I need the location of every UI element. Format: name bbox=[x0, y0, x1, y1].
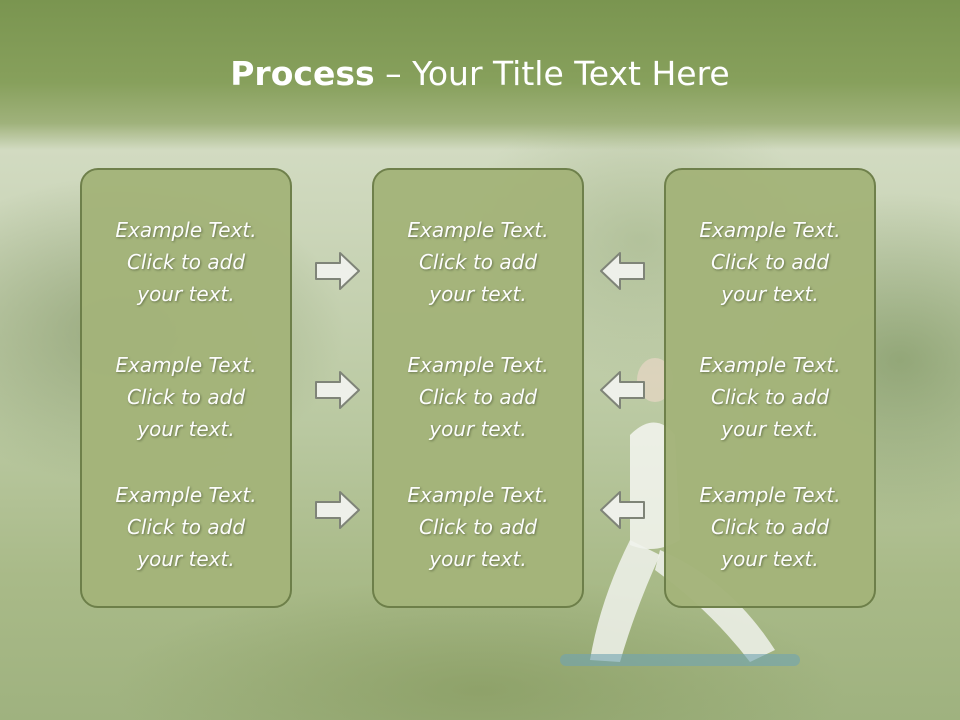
text-line: Example Text. bbox=[699, 483, 841, 507]
title-dash: – bbox=[374, 54, 413, 93]
box-text-item[interactable]: Example Text. Click to add your text. bbox=[82, 349, 290, 445]
text-line: your text. bbox=[721, 282, 819, 306]
text-line: Click to add bbox=[710, 385, 830, 409]
slide-title[interactable]: Process – Your Title Text Here bbox=[0, 50, 960, 98]
text-box-right[interactable]: Example Text. Click to add your text. Ex… bbox=[664, 168, 876, 608]
text-line: Click to add bbox=[418, 385, 538, 409]
title-band bbox=[0, 0, 960, 150]
arrow-left-icon[interactable] bbox=[598, 369, 646, 411]
text-line: your text. bbox=[429, 282, 527, 306]
text-line: Click to add bbox=[710, 515, 830, 539]
text-line: Example Text. bbox=[115, 353, 257, 377]
text-line: Click to add bbox=[126, 250, 246, 274]
arrow-right-icon[interactable] bbox=[314, 250, 362, 292]
box-text-item[interactable]: Example Text. Click to add your text. bbox=[666, 349, 874, 445]
box-text-item[interactable]: Example Text. Click to add your text. bbox=[374, 479, 582, 575]
arrow-right-icon[interactable] bbox=[314, 369, 362, 411]
text-box-left[interactable]: Example Text. Click to add your text. Ex… bbox=[80, 168, 292, 608]
title-rest: Your Title Text Here bbox=[412, 54, 730, 93]
box-text-item[interactable]: Example Text. Click to add your text. bbox=[666, 214, 874, 310]
text-line: Example Text. bbox=[407, 483, 549, 507]
text-box-middle[interactable]: Example Text. Click to add your text. Ex… bbox=[372, 168, 584, 608]
text-line: Example Text. bbox=[115, 483, 257, 507]
text-line: your text. bbox=[137, 417, 235, 441]
arrow-right-icon[interactable] bbox=[314, 489, 362, 531]
box-text-item[interactable]: Example Text. Click to add your text. bbox=[82, 479, 290, 575]
title-bold-part: Process bbox=[230, 54, 375, 93]
text-line: your text. bbox=[721, 547, 819, 571]
text-line: your text. bbox=[429, 547, 527, 571]
text-line: Example Text. bbox=[699, 353, 841, 377]
text-line: Example Text. bbox=[115, 218, 257, 242]
text-line: Example Text. bbox=[699, 218, 841, 242]
text-line: Click to add bbox=[418, 250, 538, 274]
text-line: your text. bbox=[429, 417, 527, 441]
text-line: Example Text. bbox=[407, 353, 549, 377]
text-line: Click to add bbox=[710, 250, 830, 274]
arrow-left-icon[interactable] bbox=[598, 250, 646, 292]
text-line: your text. bbox=[137, 282, 235, 306]
text-line: your text. bbox=[721, 417, 819, 441]
box-text-item[interactable]: Example Text. Click to add your text. bbox=[666, 479, 874, 575]
box-text-item[interactable]: Example Text. Click to add your text. bbox=[82, 214, 290, 310]
box-text-item[interactable]: Example Text. Click to add your text. bbox=[374, 214, 582, 310]
text-line: Click to add bbox=[418, 515, 538, 539]
arrow-left-icon[interactable] bbox=[598, 489, 646, 531]
text-line: your text. bbox=[137, 547, 235, 571]
text-line: Click to add bbox=[126, 515, 246, 539]
text-line: Example Text. bbox=[407, 218, 549, 242]
text-line: Click to add bbox=[126, 385, 246, 409]
box-text-item[interactable]: Example Text. Click to add your text. bbox=[374, 349, 582, 445]
